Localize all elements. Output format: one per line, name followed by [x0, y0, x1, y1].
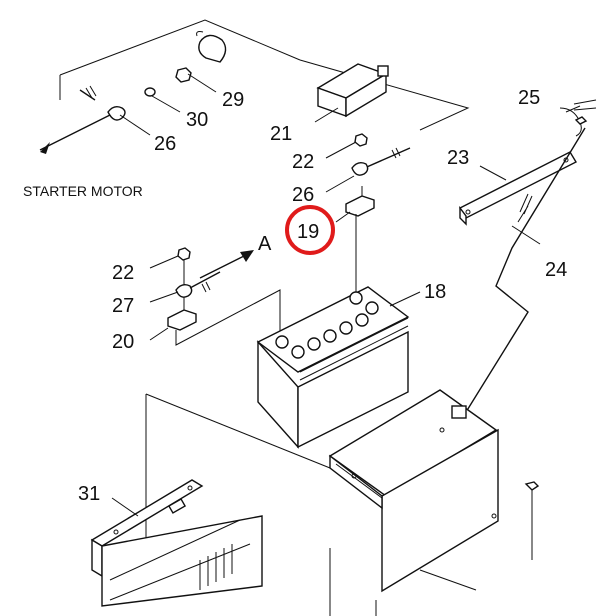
- label-18: 18: [424, 281, 446, 303]
- battery: [256, 286, 421, 449]
- battery-tray: [145, 389, 540, 616]
- label-23: 23: [447, 147, 469, 169]
- starter-motor-label: STARTER MOTOR: [23, 183, 143, 199]
- label-19: 19: [297, 221, 319, 243]
- label-30: 30: [186, 109, 208, 131]
- label-29: 29: [222, 89, 244, 111]
- positive-terminal-assembly: [199, 59, 470, 292]
- arrow-a-label: A: [258, 233, 272, 255]
- label-26-top: 26: [292, 184, 314, 206]
- hold-down-assembly: [459, 99, 597, 413]
- highlight-ring: [285, 205, 335, 255]
- starter-cable-assembly: [39, 19, 301, 154]
- label-21: 21: [270, 123, 292, 145]
- label-25: 25: [518, 87, 540, 109]
- label-20: 20: [112, 331, 134, 353]
- label-24: 24: [545, 259, 567, 281]
- label-22-left: 22: [112, 262, 134, 284]
- label-27: 27: [112, 295, 134, 317]
- label-31: 31: [78, 483, 100, 505]
- label-26-starter: 26: [154, 133, 176, 155]
- negative-terminal-assembly: [149, 247, 281, 348]
- bracket-31: [90, 479, 263, 607]
- label-22-top: 22: [292, 151, 314, 173]
